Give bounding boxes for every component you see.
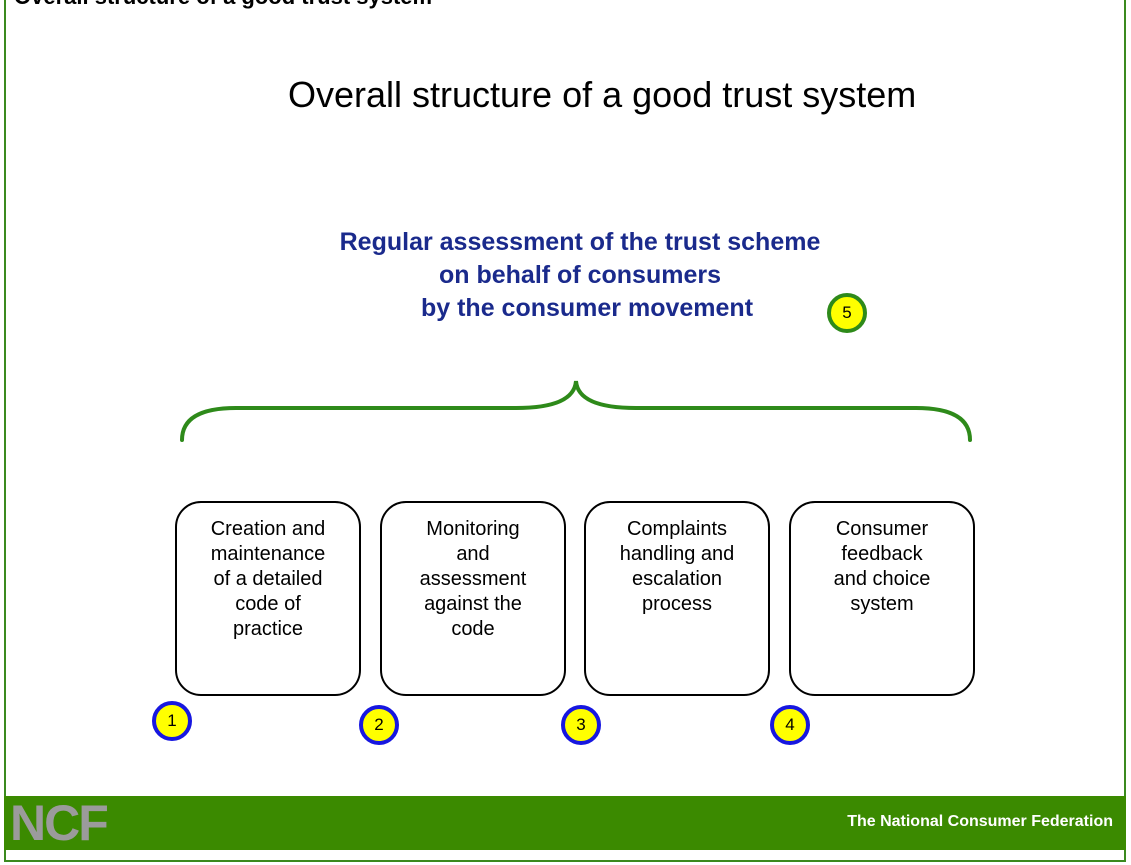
component-box-3: Complaints handling and escalation proce… [584, 501, 770, 696]
component-box-4: Consumer feedback and choice system [789, 501, 975, 696]
component-1-line: practice [232, 618, 304, 640]
number-badge-2: 2 [359, 705, 399, 745]
assessment-line-3: by the consumer movement [420, 294, 754, 322]
curly-brace [180, 380, 972, 442]
component-2-line: against the [424, 593, 522, 615]
component-3-line: Complaints [626, 518, 728, 540]
component-1-line: code of [235, 593, 301, 615]
component-2-line: and [456, 543, 490, 565]
component-2-line: assessment [419, 568, 527, 590]
assessment-heading: Regular assessment of the trust scheme o… [230, 226, 930, 325]
assessment-line-1: Regular assessment of the trust scheme [339, 228, 821, 256]
component-text-2: Monitoring and assessment against the co… [420, 517, 527, 694]
component-3-line: escalation [631, 568, 723, 590]
organization-name: The National Consumer Federation [847, 813, 1113, 830]
component-4-line: feedback [841, 543, 923, 565]
component-3-line: handling and [619, 543, 735, 565]
assessment-line-2: on behalf of consumers [439, 261, 721, 289]
number-badge-5: 5 [827, 293, 867, 333]
component-1-line: of a detailed [213, 568, 323, 590]
number-badge-4: 4 [770, 705, 810, 745]
number-badge-3: 3 [561, 705, 601, 745]
component-4-line: Consumer [835, 518, 929, 540]
ncf-logo: NCF [10, 795, 109, 851]
component-4-line: system [850, 593, 914, 615]
component-text-1: Creation and maintenance of a detailed c… [211, 517, 326, 694]
component-2-line: Monitoring [426, 518, 520, 540]
component-text-3: Complaints handling and escalation proce… [620, 517, 735, 694]
number-badge-1: 1 [152, 701, 192, 741]
component-text-4: Consumer feedback and choice system [834, 517, 931, 694]
slide-border [4, 0, 1126, 862]
component-box-2: Monitoring and assessment against the co… [380, 501, 566, 696]
component-1-line: maintenance [210, 543, 326, 565]
clipped-header-text: Overall structure of a good trust system [14, 0, 432, 10]
slide-title: Overall structure of a good trust system [288, 74, 917, 115]
component-2-line: code [451, 618, 495, 640]
component-1-line: Creation and [210, 518, 326, 540]
footer-bar [4, 796, 1126, 850]
component-3-line: process [641, 593, 713, 615]
component-4-line: and choice [833, 568, 931, 590]
component-box-1: Creation and maintenance of a detailed c… [175, 501, 361, 696]
